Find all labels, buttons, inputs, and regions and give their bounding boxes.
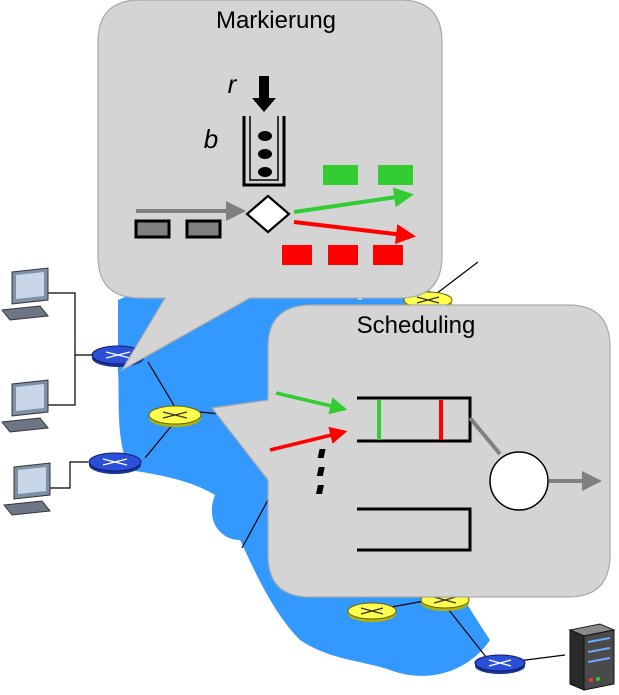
scheduling-bubble xyxy=(210,304,611,598)
marking-title: Markierung xyxy=(216,7,336,34)
token-dots xyxy=(258,131,272,177)
router-icon xyxy=(347,602,397,622)
green-output-arrow xyxy=(293,187,414,214)
desktop-computer-icon xyxy=(1,267,49,321)
green-packets xyxy=(323,165,413,185)
server-icon xyxy=(568,623,616,691)
token-bucket xyxy=(242,116,286,187)
router-icon xyxy=(148,405,202,427)
red-packets xyxy=(282,245,403,265)
bucket-label: b xyxy=(204,124,218,154)
desktop-computer-icon xyxy=(1,379,49,433)
scheduler-circle xyxy=(489,451,549,511)
input-packets xyxy=(134,219,222,239)
desktop-computer-icon xyxy=(3,462,51,516)
queue-bottom xyxy=(357,507,472,552)
green-input-arrow xyxy=(275,391,348,415)
queue-ellipsis xyxy=(315,449,326,494)
router-icon xyxy=(474,654,526,674)
token-arrow xyxy=(252,76,276,112)
scheduling-title: Scheduling xyxy=(357,312,476,339)
rate-label: r xyxy=(228,69,238,99)
router-icon xyxy=(88,452,142,474)
red-input-arrow xyxy=(269,426,348,452)
marker-diamond xyxy=(245,194,291,234)
red-output-arrow xyxy=(293,220,416,245)
